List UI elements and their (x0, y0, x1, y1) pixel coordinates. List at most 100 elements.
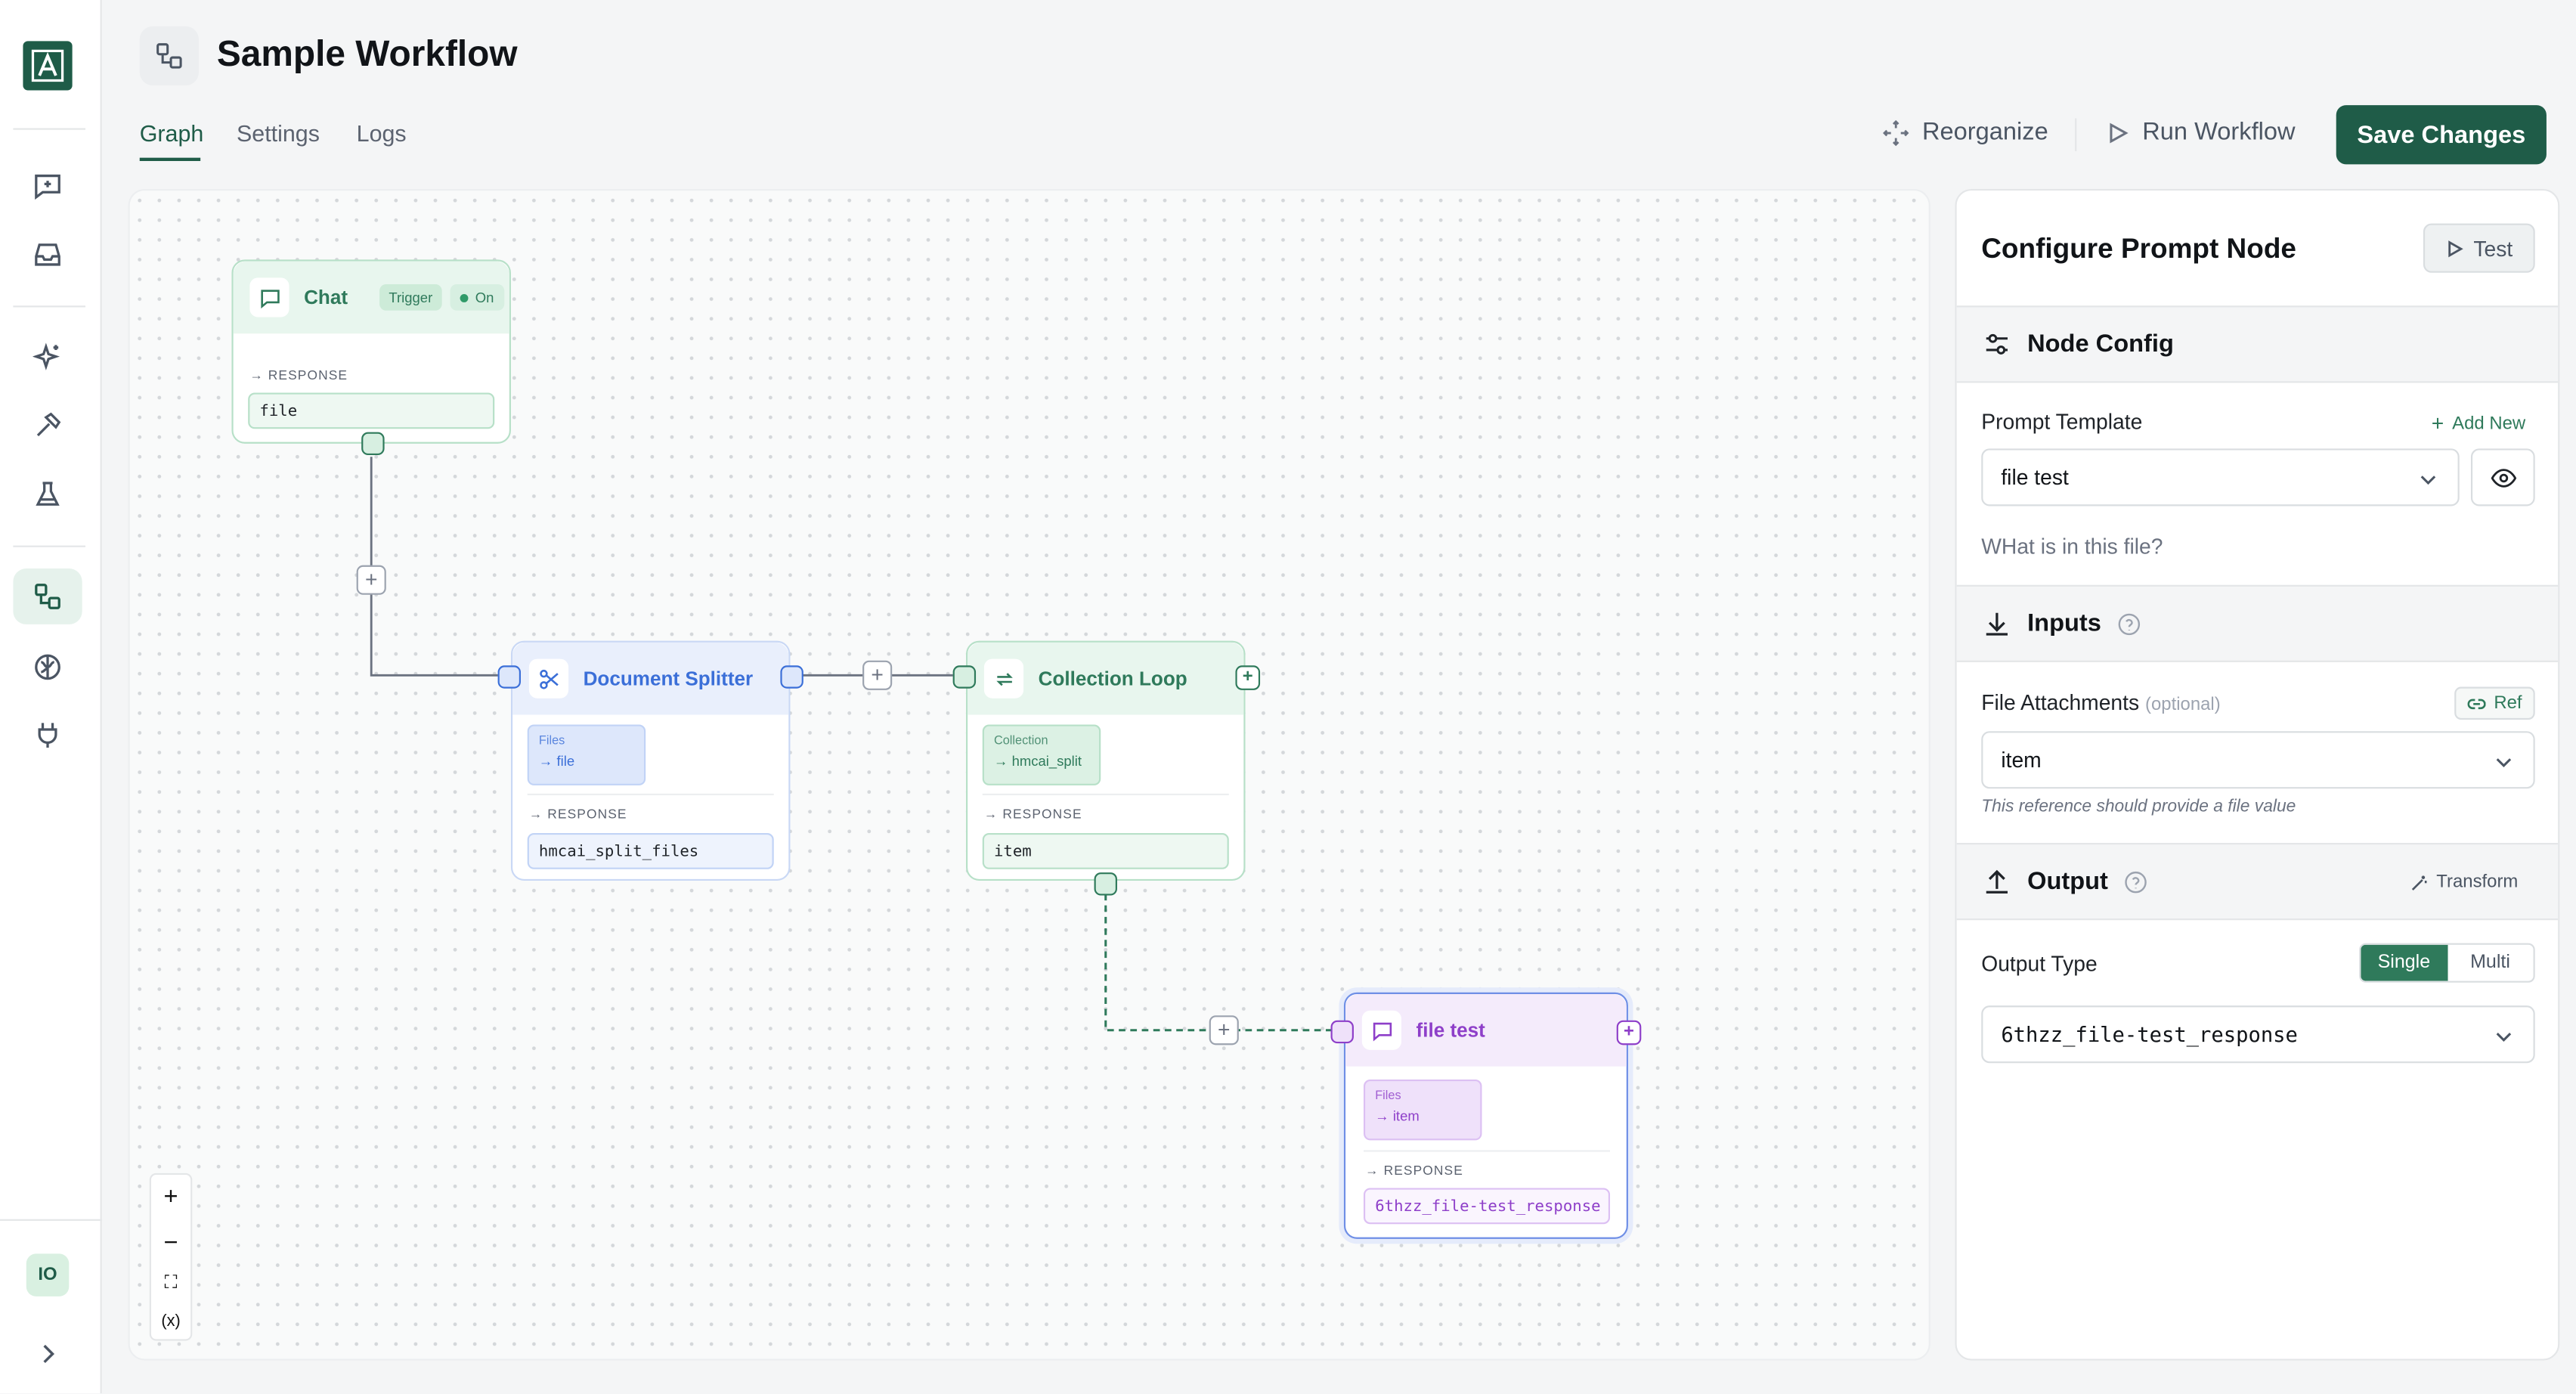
status-badge: On (450, 284, 504, 311)
inputs-heading: Inputs (2027, 609, 2101, 638)
workflow-nav-icon[interactable] (13, 568, 82, 624)
file-attachments-select[interactable]: item (1981, 731, 2535, 789)
rail-divider (13, 545, 86, 547)
tab-logs[interactable]: Logs (356, 119, 407, 147)
app-logo-icon[interactable] (23, 41, 73, 91)
preview-template-button[interactable] (2470, 448, 2535, 506)
save-changes-button[interactable]: Save Changes (2336, 105, 2547, 165)
response-value[interactable]: 6thzz_file-test_response (1364, 1188, 1611, 1225)
run-workflow-button[interactable]: Run Workflow (2106, 118, 2296, 147)
plug-nav-icon[interactable] (13, 707, 82, 763)
optional-label: (optional) (2145, 695, 2221, 715)
chat-nav-icon[interactable] (13, 158, 82, 214)
input-handle[interactable] (497, 665, 521, 689)
expand-sidebar-icon[interactable] (13, 1326, 82, 1382)
response-label: → RESPONSE (249, 367, 348, 383)
run-workflow-label: Run Workflow (2142, 118, 2296, 147)
node-title: Document Splitter (583, 667, 754, 690)
output-type-single[interactable]: Single (2361, 944, 2448, 981)
inputs-section-header[interactable]: Inputs (1956, 584, 2559, 662)
fit-view-icon[interactable]: ⛶ (164, 1274, 178, 1294)
add-branch-icon[interactable]: + (1235, 665, 1261, 690)
response-value[interactable]: item (982, 832, 1229, 869)
tab-graph[interactable]: Graph (139, 119, 204, 147)
test-label: Test (2473, 235, 2513, 261)
test-node-button[interactable]: Test (2423, 223, 2535, 273)
configure-node-panel: Configure Prompt Node Test Node Config P… (1955, 188, 2560, 1361)
node-config-section-header[interactable]: Node Config (1956, 305, 2559, 383)
insert-node-button[interactable]: + (862, 660, 893, 690)
tab-settings[interactable]: Settings (236, 119, 320, 147)
response-label: → RESPONSE (1365, 1163, 1463, 1179)
sliders-icon (1986, 333, 2008, 355)
hammer-nav-icon[interactable] (13, 398, 82, 454)
input-chip[interactable]: Files → file (527, 724, 646, 785)
output-heading: Output (2027, 867, 2108, 896)
variables-icon[interactable]: (x) (161, 1312, 181, 1330)
input-value: → item (1375, 1107, 1420, 1124)
page-title: Sample Workflow (216, 33, 518, 74)
inbox-nav-icon[interactable] (13, 227, 82, 283)
response-value[interactable]: hmcai_split_files (527, 832, 774, 869)
zoom-out-icon[interactable]: − (163, 1228, 178, 1257)
node-title: file test (1416, 1018, 1485, 1042)
input-chip[interactable]: Files → item (1364, 1079, 1482, 1141)
transform-button[interactable]: Transform (2410, 872, 2519, 893)
zoom-controls: + − ⛶ (x) (149, 1173, 193, 1341)
loop-output-handle[interactable] (1094, 872, 1117, 896)
response-value[interactable]: file (248, 392, 495, 429)
input-chip[interactable]: Collection → hmcai_split (982, 724, 1101, 785)
reorganize-button[interactable]: Reorganize (1883, 118, 2048, 146)
ref-button[interactable]: Ref (2454, 686, 2535, 720)
insert-node-button[interactable]: + (1209, 1015, 1239, 1046)
collection-loop-node[interactable]: Collection Loop Collection → hmcai_split… (952, 640, 1261, 896)
chat-trigger-node[interactable]: Chat Trigger On → RESPONSE file (231, 259, 511, 456)
output-handle[interactable] (361, 432, 385, 456)
link-icon (2467, 698, 2486, 708)
play-icon (2110, 122, 2129, 143)
plus-icon: + (2431, 410, 2444, 435)
node-config-heading: Node Config (2027, 330, 2174, 358)
response-label: → RESPONSE (983, 807, 1082, 822)
node-title: Collection Loop (1038, 667, 1187, 690)
help-icon[interactable] (2125, 870, 2147, 893)
document-splitter-node[interactable]: Document Splitter Files → file → RESPONS… (497, 640, 803, 881)
header-divider (2075, 118, 2077, 151)
response-label-text: RESPONSE (1002, 807, 1082, 822)
output-type-multi[interactable]: Multi (2470, 953, 2510, 973)
transform-label: Transform (2436, 872, 2519, 893)
input-key: Files (538, 733, 565, 748)
flask-nav-icon[interactable] (13, 466, 82, 522)
add-next-node-icon[interactable]: + (1616, 1020, 1642, 1046)
workflow-icon (139, 26, 199, 86)
brain-nav-icon[interactable] (13, 639, 82, 695)
zoom-in-icon[interactable]: + (163, 1183, 178, 1212)
selected-attachment: item (2001, 747, 2042, 773)
edge-chat-to-splitter (370, 457, 498, 677)
node-divider (982, 793, 1229, 795)
scissors-icon (528, 658, 569, 699)
chat-icon (249, 277, 289, 318)
node-divider (1364, 1150, 1611, 1152)
user-avatar[interactable]: IO (26, 1253, 70, 1296)
prompt-node-file-test[interactable]: file test Files → item → RESPONSE 6thzz_… (1330, 992, 1642, 1239)
input-handle[interactable] (952, 665, 977, 689)
input-handle[interactable] (1330, 1020, 1354, 1044)
help-icon[interactable] (2118, 612, 2141, 635)
prompt-template-select[interactable]: file test (1981, 448, 2460, 506)
output-handle[interactable] (780, 665, 803, 689)
file-attachments-label: File Attachments (optional) (1981, 690, 2220, 715)
output-type-label: Output Type (1981, 951, 2098, 977)
template-preview-text: WHat is in this file? (1981, 534, 2163, 559)
add-new-template-button[interactable]: + Add New (2432, 410, 2525, 435)
sparkles-nav-icon[interactable] (13, 329, 82, 385)
file-attachments-label-text: File Attachments (1981, 689, 2140, 715)
insert-node-button[interactable]: + (356, 565, 386, 595)
workflow-canvas[interactable]: + + + Chat Trigger On → RESPONSE file (128, 188, 1930, 1361)
output-variable-select[interactable]: 6thzz_file-test_response (1981, 1005, 2535, 1064)
output-section-header[interactable]: Output (1956, 843, 2559, 921)
output-type-toggle: Single Multi (2359, 943, 2535, 983)
chevron-down-icon (2496, 758, 2512, 768)
reorganize-label: Reorganize (1921, 118, 2048, 147)
chevron-down-icon (2420, 476, 2436, 485)
